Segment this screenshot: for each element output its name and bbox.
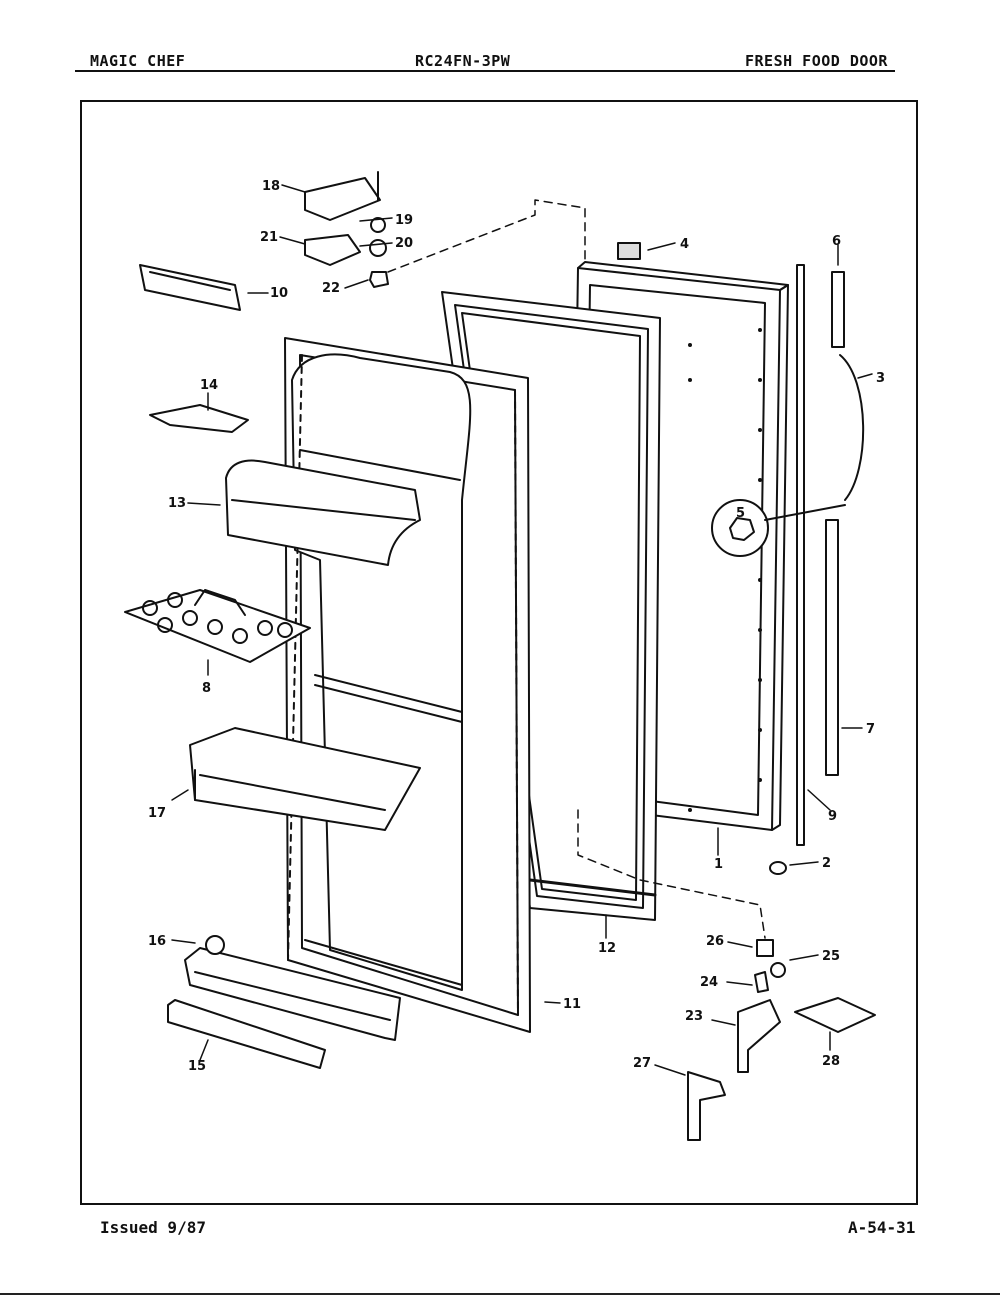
callout-3: 3 [876,371,885,386]
callout-22: 22 [322,281,340,296]
diagram-frame [80,100,918,1205]
callout-1: 1 [714,857,723,872]
callout-7: 7 [866,722,875,737]
shelf-clip [149,404,249,433]
bottom-shelf-bar [184,947,401,1041]
callout-24: 24 [700,975,718,990]
callout-26: 26 [706,934,724,949]
nut [369,271,389,288]
leader-lines [171,184,873,1076]
callout-14: 14 [200,378,218,393]
door-bin [189,727,421,831]
page-code: A-54-31 [848,1218,916,1237]
hinge-shim [687,1071,726,1141]
brand-label: MAGIC CHEF [90,52,186,70]
callout-10: 10 [270,286,288,301]
callout-18: 18 [262,179,280,194]
dairy-cover [225,459,421,566]
callout-16: 16 [148,934,166,949]
section-title: FRESH FOOD DOOR [745,52,888,70]
bottom-rule [0,1293,1000,1295]
callout-6: 6 [832,234,841,249]
door-pad [617,242,641,260]
callout-21: 21 [260,230,278,245]
washer [370,217,386,233]
bushing [369,239,387,257]
assembly-guides [387,199,766,939]
inner-door-liner [284,337,531,1033]
callout-23: 23 [685,1009,703,1024]
callout-19: 19 [395,213,413,228]
callout-4: 4 [680,237,689,252]
callout-27: 27 [633,1056,651,1071]
side-strip [825,519,839,776]
callout-13: 13 [168,496,186,511]
trim-strip [167,999,326,1069]
callout-9: 9 [828,809,837,824]
callout-2: 2 [822,856,831,871]
door-hinge-cover [139,264,241,311]
model-number: RC24FN-3PW [415,52,511,70]
callout-17: 17 [148,806,166,821]
bottom-hinge-plate [794,997,876,1033]
shelf-knob [205,935,225,955]
callout-15: 15 [188,1059,206,1074]
top-strip [831,271,845,348]
pin [754,971,769,993]
callout-25: 25 [822,949,840,964]
inset-nut [729,517,755,541]
callout-20: 20 [395,236,413,251]
cam [756,939,774,957]
door-rod [796,264,805,846]
egg-tray [124,589,311,663]
top-hinge [304,177,381,221]
callout-5: 5 [736,506,745,521]
callout-28: 28 [822,1054,840,1069]
header-rule [75,70,895,72]
door-handle [839,354,865,501]
callout-12: 12 [598,941,616,956]
bottom-hinge-bracket [737,999,781,1073]
spacer [770,962,786,978]
callout-11: 11 [563,997,581,1012]
issued-date: Issued 9/87 [100,1218,206,1237]
callout-8: 8 [202,681,211,696]
hinge-plate [304,234,361,266]
plug [769,861,787,875]
